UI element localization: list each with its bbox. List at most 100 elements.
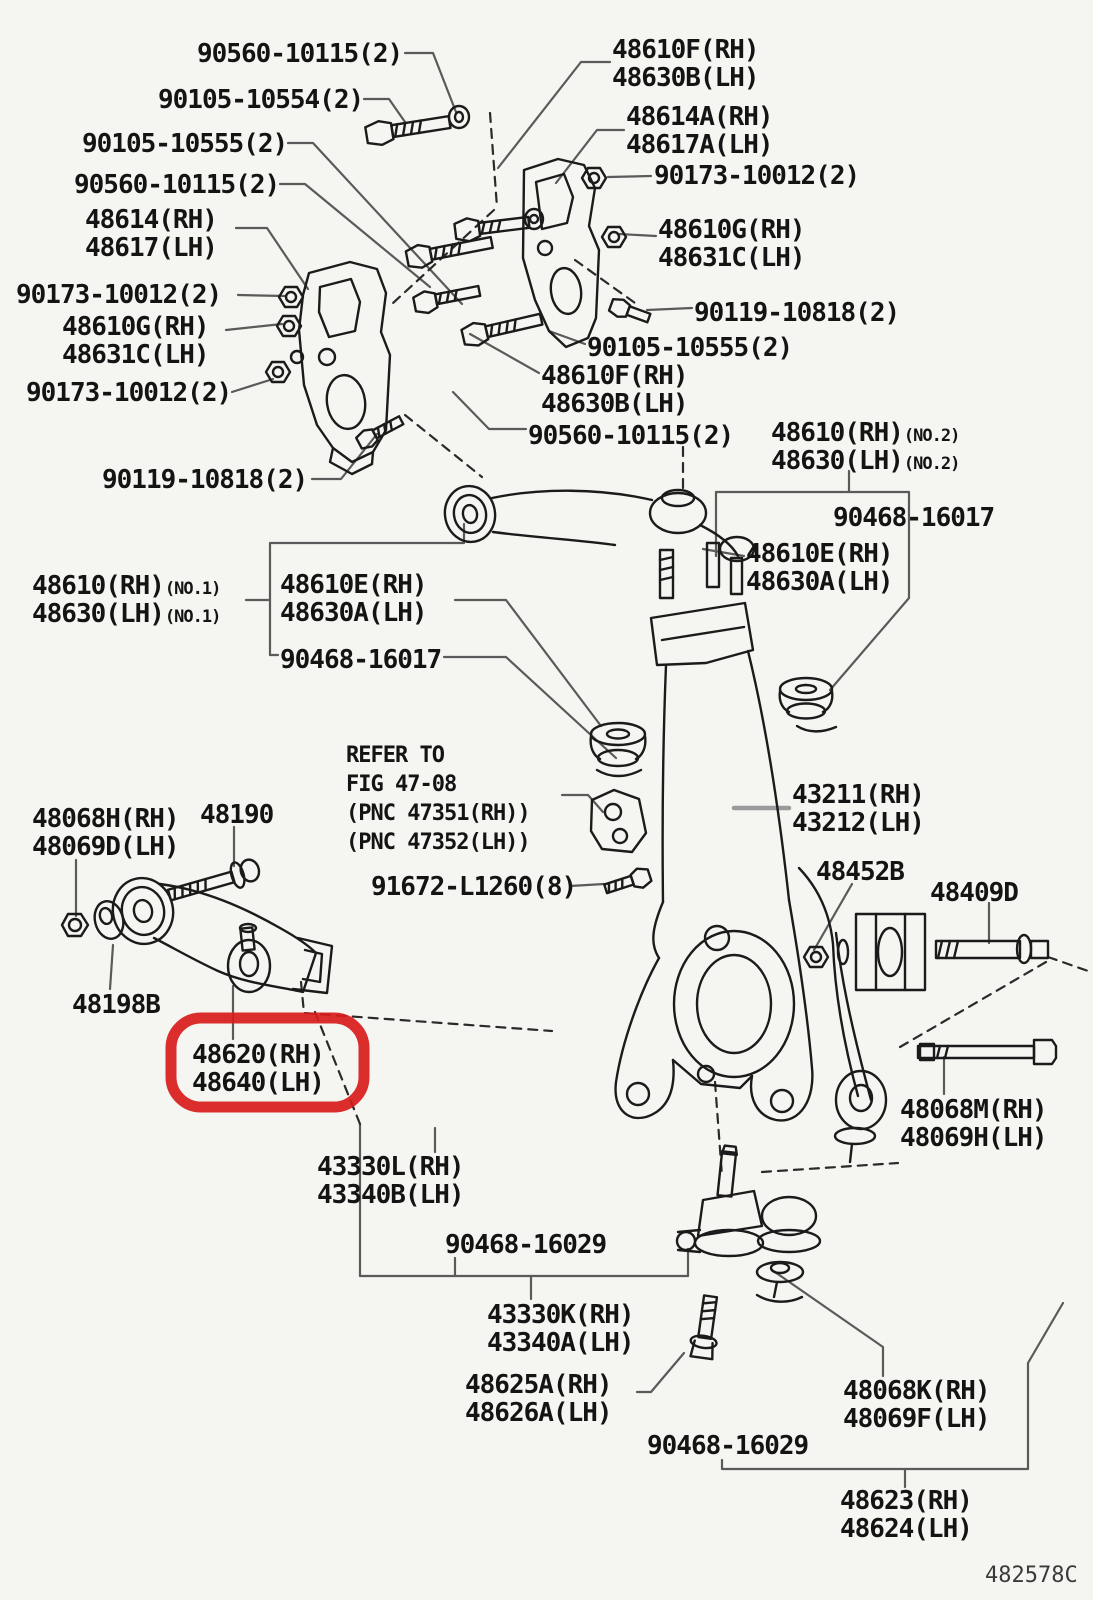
part-label: 48452B [816,857,905,887]
part-label: 90468-16029 [647,1431,809,1461]
part-number: 43330K(RH) [487,1300,635,1330]
small-bolt-91672 [603,867,653,895]
part-label: 90119-10818(2) [102,466,308,494]
part-number-suffix: (NO.2) [903,454,960,474]
part-number: FIG 47-08 [346,772,457,797]
part-label: 48625A(RH)48626A(LH) [465,1371,613,1428]
part-number: 90560-10115(2) [528,421,734,451]
part-label: 48409D [930,878,1019,908]
part-number: (PNC 47351(RH)) [346,801,531,826]
part-number-suffix: (NO.2) [903,426,960,446]
part-number: 48623(RH) [840,1486,973,1516]
part-number: 48626A(LH) [465,1398,613,1428]
part-label: 48610F(RH)48630B(LH) [541,361,689,419]
part-number: 48620(RH) [192,1040,325,1070]
part-number: 90119-10818(2) [694,298,900,328]
part-label: 48614(RH)48617(LH) [85,206,218,263]
part-number: 90173-10012(2) [26,378,232,408]
part-number: 48610E(RH) [746,539,894,569]
part-number: 90468-16017 [280,645,442,675]
part-number-suffix: (NO.1) [164,607,221,627]
part-number: 48630B(LH) [541,389,689,419]
part-number: 48631C(LH) [658,243,806,273]
part-label: 90560-10115(2) [197,39,403,69]
part-number: 48068K(RH) [843,1376,991,1406]
part-number: 90560-10115(2) [197,39,403,69]
part-label: 90560-10115(2) [528,421,734,451]
part-label: 90173-10012(2) [654,161,860,191]
part-number: 43212(LH) [792,808,925,838]
part-label: 48610(RH)(NO.2)48630(LH)(NO.2) [771,418,960,476]
part-label: 48068H(RH)48069D(LH) [32,805,180,862]
part-number: 48617(LH) [85,233,218,263]
part-label: 43330L(RH)43340B(LH) [317,1152,465,1209]
part-number: 90468-16029 [445,1230,607,1260]
part-number: 48068M(RH) [900,1095,1048,1125]
part-number: 90105-10555(2) [587,333,793,363]
part-label: 90105-10555(2) [587,333,793,363]
part-number: 48617A(LH) [626,130,774,160]
part-label: 90560-10115(2) [74,171,280,199]
part-number: 48190 [200,800,274,830]
camber-bolt-48409d [934,933,1050,965]
part-number-suffix: (NO.1) [164,579,221,599]
part-label: 90468-16017 [280,645,442,675]
part-number: 90105-10555(2) [82,129,288,159]
lower-ball-joint [675,1144,822,1361]
part-number: 48624(LH) [840,1514,973,1544]
part-label: 48610G(RH)48631C(LH) [658,215,806,273]
part-label: 48614A(RH)48617A(LH) [626,102,774,160]
part-number: 90468-16029 [647,1431,809,1461]
lower-control-arm-rear [797,866,927,1164]
part-label: 90173-10012(2) [26,378,232,408]
part-number: 48630A(LH) [746,567,894,597]
part-label: 48610E(RH)48630A(LH) [280,570,428,628]
red-highlight [165,1012,370,1113]
bolts-top [355,104,652,450]
part-number: 43211(RH) [792,780,925,810]
brake-hose-bracket [589,788,648,854]
leader-lines [74,51,1065,1489]
part-label: 90468-16017 [833,504,995,532]
part-label: 48610(RH)(NO.1)48630(LH)(NO.1) [32,571,221,628]
part-number: 48614A(RH) [626,102,774,132]
part-number: 48610F(RH) [541,361,689,391]
part-label: 48198B [72,991,161,1019]
bracket-front-left [297,260,392,476]
part-number: 48630B(LH) [612,63,760,93]
steering-knuckle [614,601,814,1122]
part-label: 48190 [200,800,274,830]
part-number: 48610G(RH) [658,215,806,245]
part-label: 48068M(RH)48069H(LH) [900,1095,1048,1152]
part-label: 90173-10012(2) [16,281,222,309]
part-number: 48630(LH) [771,446,904,476]
part-number: 48631C(LH) [62,340,210,370]
part-label-highlighted: 48620(RH)48640(LH) [192,1040,325,1098]
part-number: 48610(RH) [32,571,165,601]
bracket-front-right [521,157,601,349]
part-number: 48610E(RH) [280,570,428,600]
bolt-48068m [916,1038,1058,1066]
part-number: 48409D [930,878,1019,908]
part-number: 48452B [816,857,905,887]
part-number: 90173-10012(2) [654,161,860,191]
part-label: 48610G(RH)48631C(LH) [62,312,210,370]
part-number: 48640(LH) [192,1068,325,1098]
part-label: 43330K(RH)43340A(LH) [487,1300,635,1357]
part-number: 43330L(RH) [317,1152,465,1182]
part-number: 48069D(LH) [32,832,180,862]
part-number: 48069F(LH) [843,1404,991,1434]
part-label: 91672-L1260(8) [371,873,577,901]
part-label: 48068K(RH)48069F(LH) [843,1376,991,1434]
suspension-support-cushions [589,676,838,778]
part-number: 48610(RH) [771,418,904,448]
part-number: 48610G(RH) [62,312,210,342]
part-number: 48630A(LH) [280,598,428,628]
part-label: 90105-10555(2) [82,129,288,159]
part-label: 90119-10818(2) [694,298,900,328]
part-number: 482578C [985,1563,1078,1588]
